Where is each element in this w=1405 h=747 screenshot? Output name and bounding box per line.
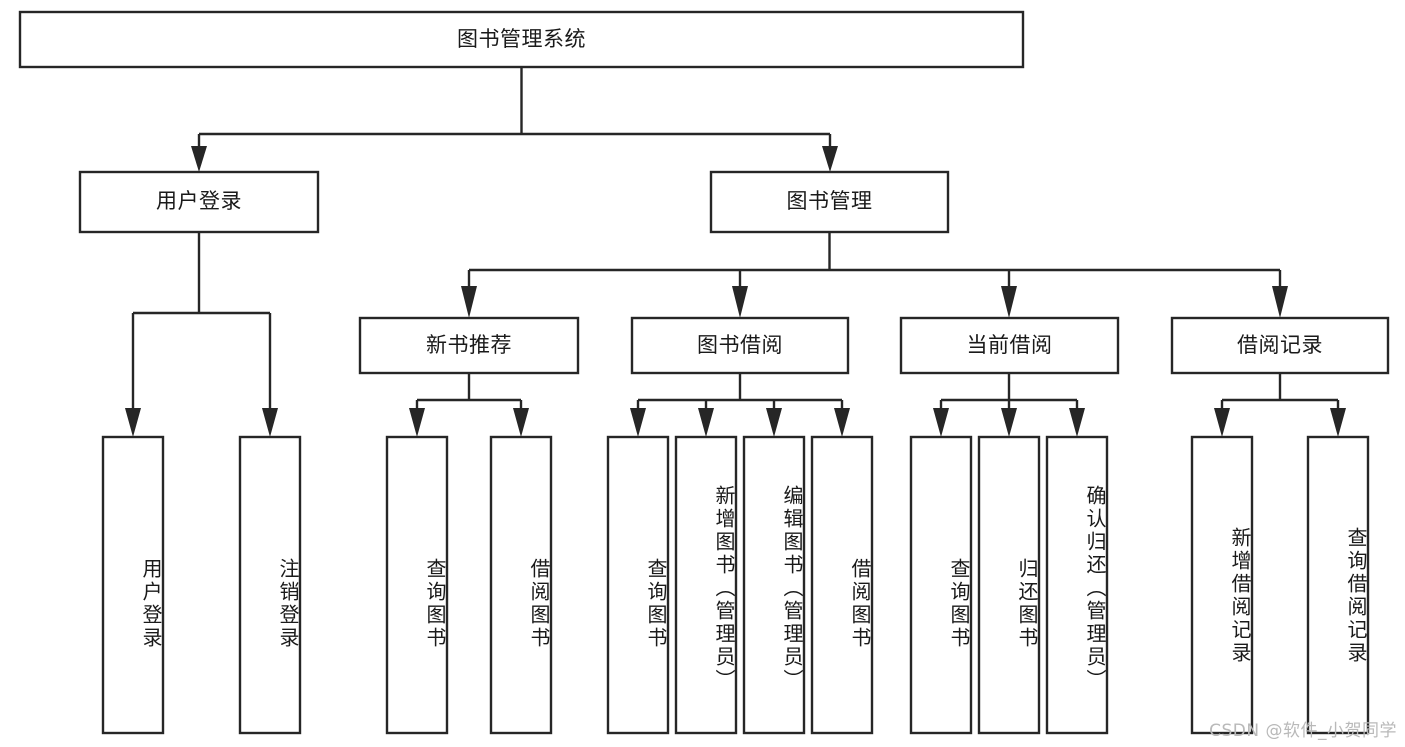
arrow-head-leaf-query-book-3 [933, 408, 949, 437]
node-box-book-borrow[interactable] [630, 316, 850, 375]
node-box-leaf-add-book[interactable] [674, 435, 738, 735]
node-box-leaf-confirm-return[interactable] [1045, 435, 1109, 735]
arrow-head-borrow-record [1272, 286, 1288, 318]
node-box-leaf-borrow-book-1[interactable] [489, 435, 553, 735]
arrow-head-leaf-query-record [1330, 408, 1346, 437]
node-box-leaf-borrow-book-2[interactable] [810, 435, 874, 735]
node-box-root[interactable] [18, 10, 1025, 69]
arrow-head-new-book [461, 286, 477, 318]
node-box-book-management[interactable] [709, 170, 950, 234]
node-box-leaf-return-book[interactable] [977, 435, 1041, 735]
arrow-head-leaf-query-book-2 [630, 408, 646, 437]
node-box-leaf-query-book-3[interactable] [909, 435, 973, 735]
arrow-head-leaf-return-book [1001, 408, 1017, 437]
arrow-head-leaf-add-record [1214, 408, 1230, 437]
watermark-text: CSDN @软件_小贺同学 [1209, 721, 1397, 741]
arrow-head-leaf-edit-book [766, 408, 782, 437]
node-box-leaf-query-book-1[interactable] [385, 435, 449, 735]
arrow-head-book-mgmt [822, 146, 838, 172]
node-box-new-book-recommend[interactable] [358, 316, 580, 375]
node-box-leaf-user-login[interactable] [101, 435, 165, 735]
node-box-leaf-edit-book[interactable] [742, 435, 806, 735]
node-box-borrow-record[interactable] [1170, 316, 1390, 375]
arrow-head-leaf-borrow-book-2 [834, 408, 850, 437]
node-box-leaf-query-record[interactable] [1306, 435, 1370, 735]
node-box-leaf-query-book-2[interactable] [606, 435, 670, 735]
arrow-head-leaf-add-book [698, 408, 714, 437]
arrow-head-leaf-query-book-1 [409, 408, 425, 437]
arrow-head-current-borrow [1001, 286, 1017, 318]
arrow-head-leaf-confirm-return [1069, 408, 1085, 437]
arrow-head-user-login [191, 146, 207, 172]
node-box-leaf-add-record[interactable] [1190, 435, 1254, 735]
node-box-leaf-logout[interactable] [238, 435, 302, 735]
arrow-head-leaf-user-login [125, 408, 141, 437]
node-box-current-borrow[interactable] [899, 316, 1120, 375]
arrow-head-leaf-logout [262, 408, 278, 437]
arrow-head-leaf-borrow-book-1 [513, 408, 529, 437]
arrow-head-book-borrow [732, 286, 748, 318]
node-box-user-login[interactable] [78, 170, 320, 234]
